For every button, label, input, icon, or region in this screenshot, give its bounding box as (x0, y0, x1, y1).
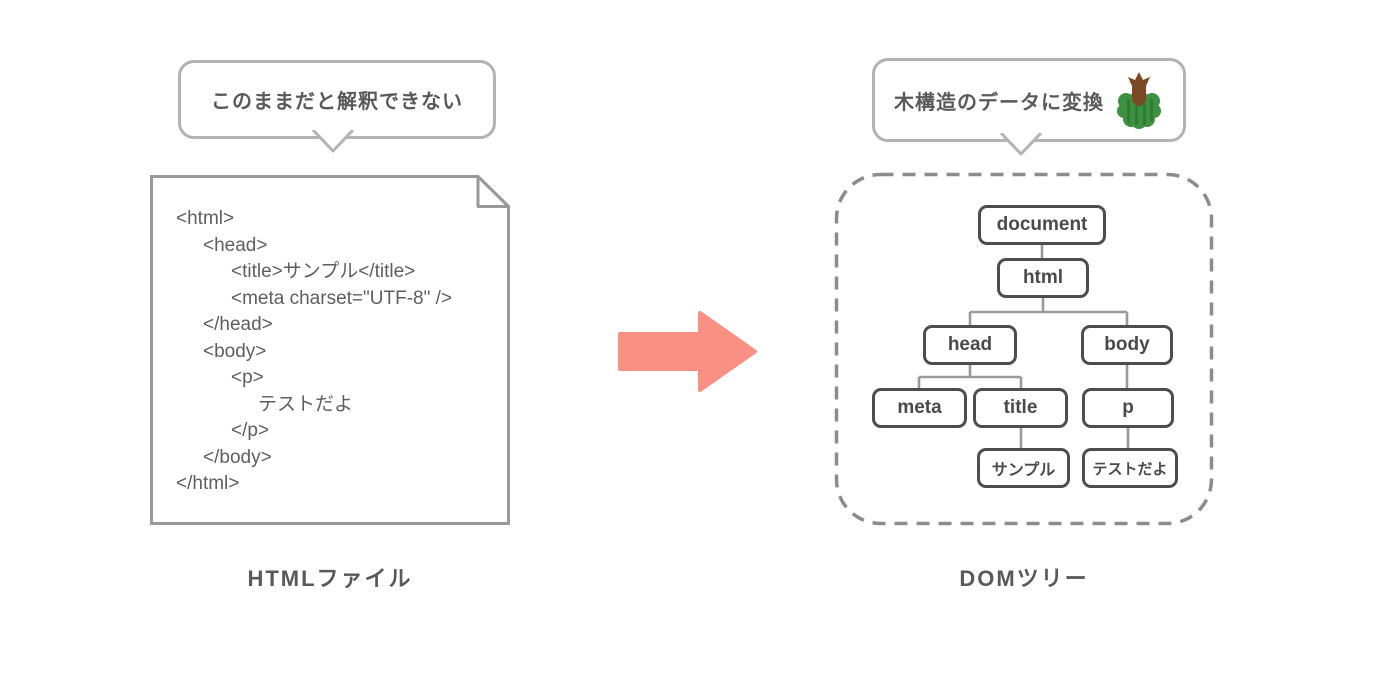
tree-node-title: title (973, 388, 1068, 428)
speech-bubble-right: 木構造のデータに変換 (872, 58, 1186, 142)
code-line: テストだよ (258, 393, 354, 415)
tree-node-meta: meta (872, 388, 967, 428)
code-line: <head> (203, 234, 268, 256)
tree-node-p: p (1082, 388, 1174, 428)
speech-bubble-left-text: このままだと解釈できない (211, 91, 463, 113)
code-line: <title>サンプル</title> (231, 261, 416, 282)
tree-node-label: head (947, 334, 993, 355)
code-line: </p> (231, 420, 270, 441)
speech-bubble-right-tail (999, 133, 1043, 156)
tree-node-label: title (1003, 397, 1038, 418)
tree-node-document: document (978, 205, 1106, 245)
dom-tree-caption: DOMツリー (959, 566, 1089, 591)
tree-node-label: meta (897, 397, 942, 418)
tree-node-label: p (1122, 397, 1134, 418)
speech-bubble-right-text: 木構造のデータに変換 (894, 91, 1104, 114)
folded-corner (476, 175, 510, 208)
code-line: <html> (176, 208, 235, 229)
tree-node-body: body (1081, 325, 1173, 365)
tree-node-label: サンプル (991, 462, 1056, 479)
tree-node-text-sample: サンプル (977, 448, 1070, 488)
tree-node-text-test: テストだよ (1082, 448, 1178, 488)
code-line: </head> (203, 314, 273, 335)
code-line: <meta charset="UTF-8" /> (231, 287, 452, 309)
tree-node-label: html (1022, 267, 1064, 288)
tree-node-label: body (1104, 334, 1150, 355)
code-line: </body> (203, 446, 272, 468)
transform-arrow-icon (618, 311, 757, 392)
code-line: <body> (203, 340, 267, 362)
code-line: </html> (176, 473, 240, 494)
tree-node-head: head (923, 325, 1017, 365)
html-file-caption: HTMLファイル (247, 566, 413, 591)
inverted-tree-icon (1117, 72, 1161, 129)
code-line: <p> (231, 367, 264, 388)
tree-node-html: html (997, 258, 1089, 298)
html-source-code: <html> <head> <title>サンプル</title> <meta … (176, 206, 452, 498)
speech-bubble-left: このままだと解釈できない (178, 60, 496, 139)
tree-node-label: document (996, 214, 1088, 235)
speech-bubble-left-tail (311, 130, 355, 153)
tree-node-label: テストだよ (1092, 460, 1168, 478)
